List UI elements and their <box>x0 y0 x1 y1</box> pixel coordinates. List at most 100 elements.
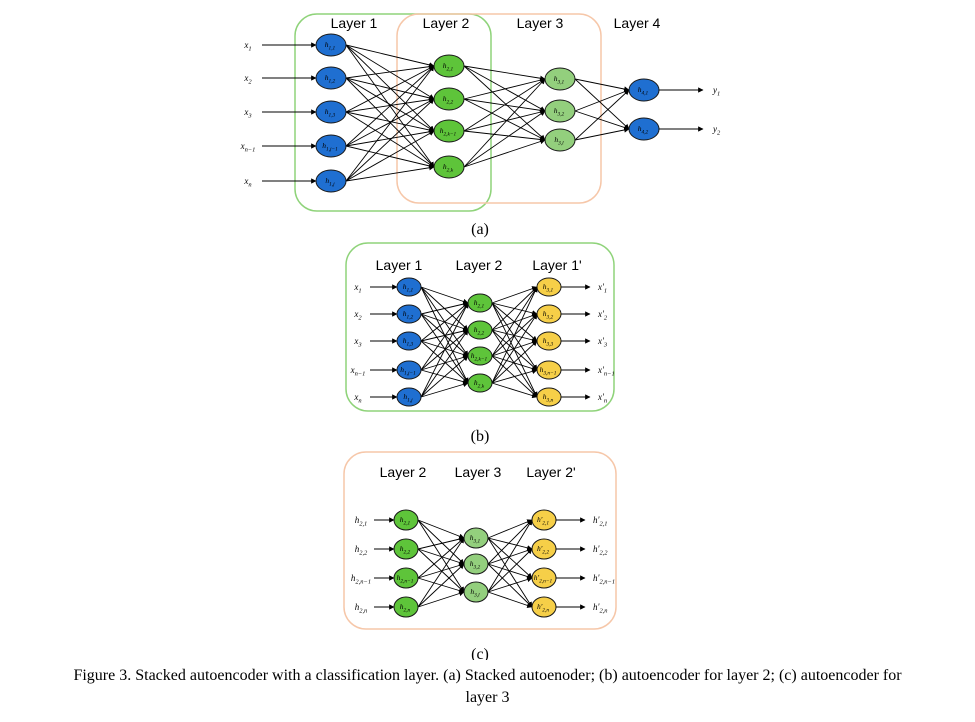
panel-b-l1l2-edge-2-3 <box>420 340 469 384</box>
panel-a-l1-node-1-label: h1,1 <box>325 40 336 52</box>
panel-b-l1l2-edge-4-2 <box>420 355 469 398</box>
panel-c-header-2: Layer 3 <box>455 464 502 480</box>
panel-b-header-3: Layer 1' <box>532 257 581 273</box>
panel-c-l2l3-edge-0-0 <box>417 519 465 539</box>
panel-a-l2-node-1-label: h2,1 <box>443 61 454 73</box>
panel-b-l1p-node-1-label: h3,1 <box>543 282 554 294</box>
panel-b-l2l3-edge-1-4 <box>491 329 538 398</box>
panel-b-l1l2-edge-2-0 <box>420 302 469 342</box>
panel-c-l2-node-2-label: h2,2 <box>400 544 411 556</box>
panel-a-l1-node-4-label: h1,j−1 <box>322 141 338 153</box>
panel-b-l1p-node-5-label: h3,n <box>543 392 554 404</box>
panel-b-l1p-node-3-label: h3,3 <box>543 336 554 348</box>
panel-a-l1-node-5-label: h1,j <box>325 176 335 188</box>
panel-a-l2l3-edge-1-0 <box>463 77 546 100</box>
panel-a-header-4: Layer 4 <box>614 15 661 31</box>
panel-a-l1l2-edge-3-2 <box>345 129 435 147</box>
panel-c-l3l2p-edge-2-0 <box>487 519 533 593</box>
panel-a-label: (a) <box>471 221 489 238</box>
panel-b-l2l3-edge-2-3 <box>491 355 538 372</box>
panel-b-output-4: x'n−1 <box>597 365 615 378</box>
panel-b-l2-node-1-label: h2,1 <box>474 298 485 310</box>
panel-c-label: (c) <box>471 646 489 660</box>
panel-a-l1l2-edge-4-1 <box>345 98 435 182</box>
panel-c-l2-node-1-circle <box>393 509 419 531</box>
panel-a-l3l4-edge-2-1 <box>574 127 630 141</box>
panel-a-l1l2-edge-2-0 <box>345 65 435 113</box>
panel-c-l3l2p-edge-0-0 <box>487 519 533 539</box>
panel-c-l2l3-edge-3-0 <box>417 537 465 608</box>
panel-c-header-1: Layer 2 <box>380 464 427 480</box>
panel-b-l2-node-4-label: h2,k <box>474 378 485 390</box>
panel-b-input-3: x3 <box>353 336 362 349</box>
panel-b-l2l3-edge-1-3 <box>491 329 538 371</box>
panel-b-output-1: x'1 <box>597 282 607 295</box>
panel-b-l1l2-edge-2-1 <box>420 328 469 342</box>
panel-c-l2l3-edge-0-1 <box>417 519 465 565</box>
panel-a-input-1: x1 <box>243 40 251 53</box>
panel-c-input-4: h2,n <box>355 602 368 615</box>
panel-b-input-1: x1 <box>353 282 361 295</box>
panel-b-l2-node-2-circle <box>467 320 493 340</box>
panel-c-output-4: h'2,n <box>593 602 608 615</box>
panel-b-l2l3-edge-1-0 <box>491 286 538 331</box>
panel-b-l1-node-2-label: h1,2 <box>403 309 414 321</box>
panel-a-l1l2-edge-3-0 <box>345 65 435 147</box>
panel-a-l2-node-3-label: h2,k−1 <box>440 126 457 138</box>
panel-c-l2-node-2-circle <box>393 538 419 560</box>
panel-c-l3-node-2-label: h3,2 <box>470 559 481 571</box>
panel-a-l2l3-edge-1-2 <box>463 98 546 141</box>
panel-b-header-2: Layer 2 <box>456 257 503 273</box>
panel-a-l1-node-3-circle <box>315 100 347 124</box>
figure-caption: Figure 3. Stacked autoencoder with a cla… <box>0 665 975 709</box>
panel-b-l2l3-edge-3-4 <box>491 382 538 399</box>
panel-a-input-2: x2 <box>243 73 252 86</box>
panel-c-l2-node-4-label: h2,n <box>400 602 411 614</box>
panel-c-l2l3-edge-2-1 <box>417 562 465 579</box>
panel-a-l2l3-edge-2-2 <box>463 130 546 143</box>
panel-c-box <box>343 451 617 630</box>
panel-c-l3l2p-edge-2-2 <box>487 576 533 593</box>
panel-b-l1-node-3-circle <box>396 331 422 351</box>
panel-c-input-3: h2,n−1 <box>351 573 371 586</box>
panel-a-l3-node-1-label: h3,1 <box>554 74 565 86</box>
panel-a-l1-node-4-circle <box>315 134 347 158</box>
panel-b-l1-node-5-circle <box>396 387 422 407</box>
panel-b-l1l2-edge-4-3 <box>420 381 469 398</box>
panel-c-l2l3-edge-1-2 <box>417 548 465 593</box>
panel-a-l3-node-2-label: h3,2 <box>554 106 565 118</box>
panel-b-l1l2-edge-1-0 <box>420 301 469 315</box>
panel-c-l3l2p-edge-0-1 <box>487 537 533 551</box>
panel-b-l1-node-4-circle <box>396 360 422 380</box>
panel-b-l1-node-1-circle <box>396 277 422 297</box>
panel-a-l4-node-2-label: h4,2 <box>638 124 649 136</box>
panel-a-header-1: Layer 1 <box>331 15 378 31</box>
panel-a-l2l3-edge-2-0 <box>463 78 546 132</box>
panel-a-l1-node-1-circle <box>315 33 347 57</box>
panel-b-l1-node-4-label: h1,j−1 <box>400 365 416 377</box>
panel-c-l3l2p-edge-0-2 <box>487 537 533 579</box>
panel-c-l2l3-edge-1-1 <box>417 548 465 566</box>
panel-b-l2-node-1-circle <box>467 293 493 313</box>
panel-a-input-4: xn−1 <box>240 141 256 154</box>
panel-a-l1-node-2-label: h1,2 <box>325 73 336 85</box>
panel-a-l2-node-2-circle <box>433 87 465 111</box>
panel-b-l2-node-3-circle <box>467 346 493 366</box>
panel-c-l2p-node-2-label: h'2,2 <box>537 544 549 556</box>
panel-a-l2-node-4-label: h2,k <box>443 162 454 174</box>
panel-b-output-3: x'3 <box>597 336 608 349</box>
panel-c-l3-node-3-circle <box>463 581 489 603</box>
panel-a-l1l2-edge-4-0 <box>345 65 435 182</box>
panel-c-l2l3-edge-2-0 <box>417 537 465 579</box>
panel-c-l2l3-edge-0-2 <box>417 519 465 593</box>
panel-c-l2-node-1-label: h2,1 <box>400 515 411 527</box>
panel-b-l2l3-edge-0-0 <box>491 286 538 304</box>
panel-c-l3l2p-edge-1-0 <box>487 519 533 565</box>
panel-a-l1-node-5-circle <box>315 169 347 193</box>
panel-b-l2l3-edge-3-0 <box>491 286 538 384</box>
panel-a-l1l2-edge-1-0 <box>345 63 435 79</box>
panel-a-l4-node-1-label: h4,1 <box>638 85 649 97</box>
panel-b-output-2: x'2 <box>597 309 608 322</box>
